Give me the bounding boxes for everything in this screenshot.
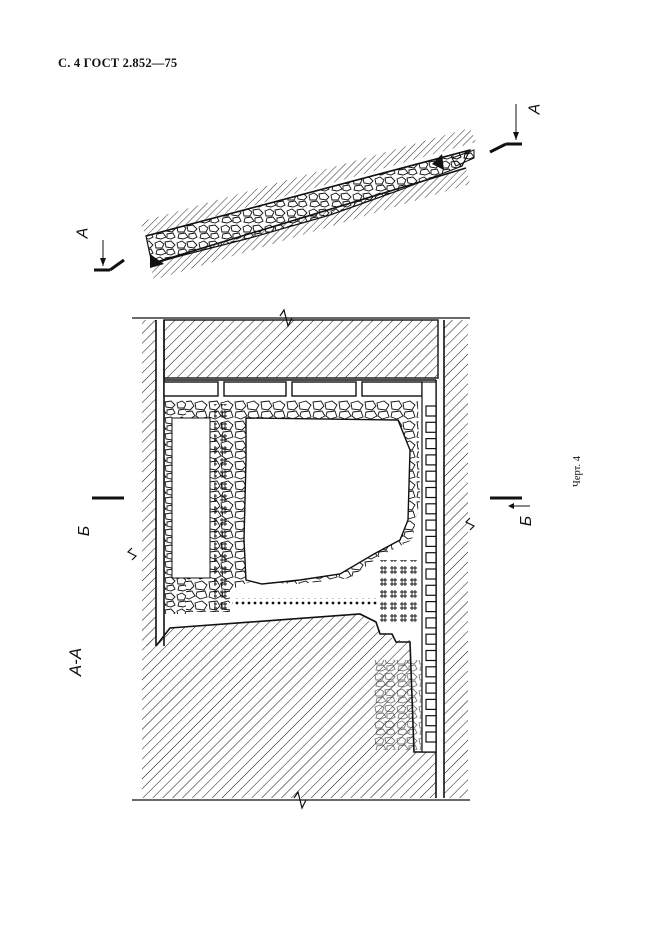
cell-square: [425, 519, 437, 531]
right-cells: [421, 381, 437, 753]
section-marker-b-right: [490, 496, 530, 509]
top-cells: [163, 379, 436, 397]
cell-square: [425, 438, 437, 450]
section-label-b-right: Б: [518, 515, 536, 527]
cell-square: [425, 649, 437, 662]
section-label-a-right: А: [526, 103, 544, 115]
section-label-b-left: Б: [76, 525, 94, 537]
cell-square: [425, 600, 437, 613]
cell-square: [425, 568, 437, 580]
cell-square: [425, 584, 437, 596]
section-marker-a-left: [94, 240, 125, 272]
cell-square: [425, 552, 437, 564]
section-view-label: А-А: [66, 647, 86, 677]
cell-square: [425, 731, 437, 743]
cell-square: [425, 715, 437, 727]
plan-view: [126, 308, 476, 810]
section-label-a-left: А: [74, 227, 92, 239]
cell-square: [425, 617, 437, 629]
cell-square: [425, 682, 437, 694]
cell-square: [425, 698, 437, 711]
cell-square: [425, 633, 437, 645]
cell-square: [425, 503, 437, 515]
cell-square: [425, 405, 437, 417]
cell-square: [425, 421, 437, 433]
inclined-seam-section: [140, 128, 476, 280]
cell-square: [425, 470, 437, 482]
cell-square: [425, 454, 437, 466]
cell-square: [425, 486, 437, 499]
cell-square: [425, 535, 437, 548]
figure-caption: Черт. 4: [571, 456, 583, 487]
page-header: С. 4 ГОСТ 2.852—75: [58, 56, 178, 70]
section-marker-a-right: [489, 104, 522, 154]
cell-square: [425, 666, 437, 678]
